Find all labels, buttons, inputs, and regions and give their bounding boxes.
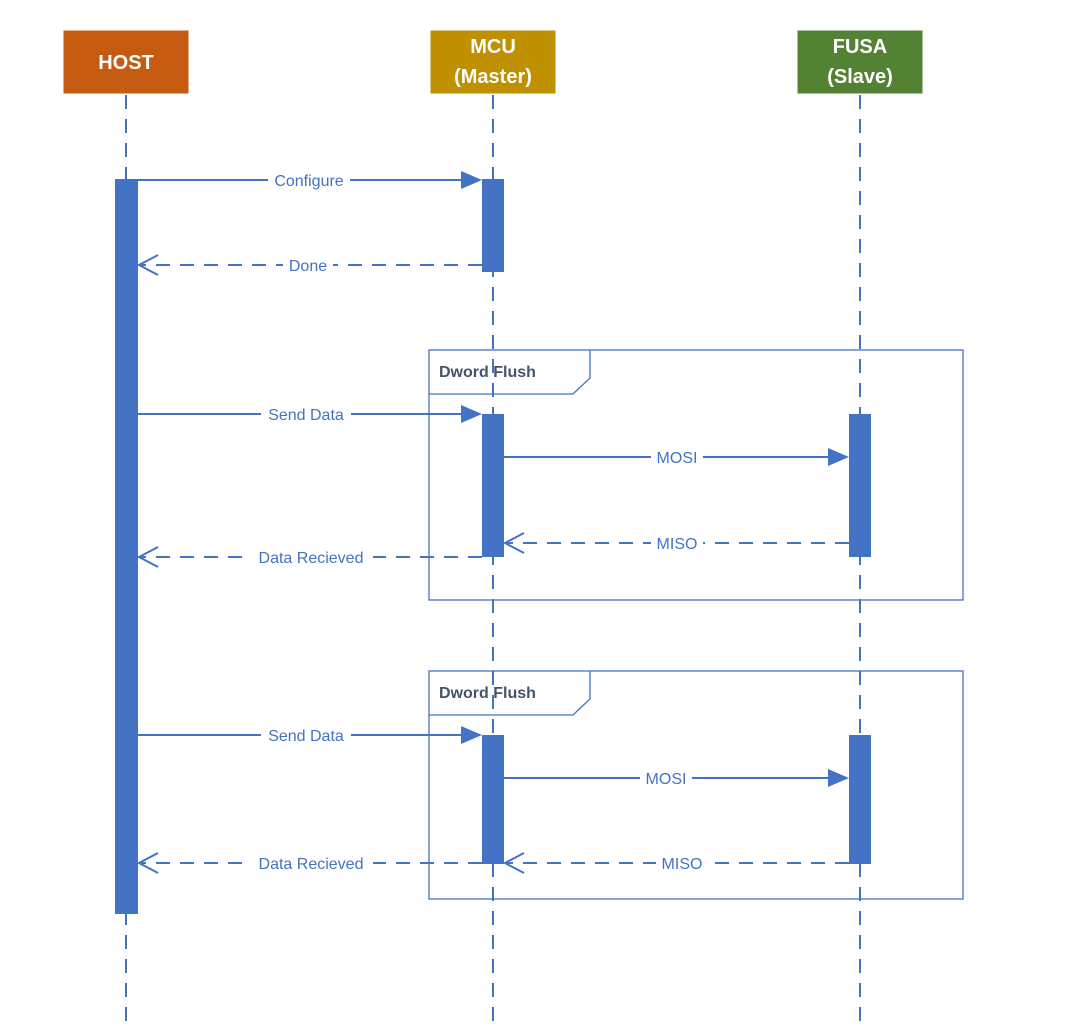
participant-host: HOST (62, 29, 190, 95)
message-data-received-2: Data Recieved (136, 852, 482, 874)
message-miso-1: MISO (502, 532, 849, 554)
frame-title: Dword Flush (439, 364, 536, 381)
participant-mcu: MCU (Master) (429, 29, 557, 95)
message-label: MISO (657, 536, 698, 553)
message-label: Send Data (268, 728, 344, 745)
frame-dword-flush-1: Dword Flush (428, 349, 964, 601)
message-done: Done (136, 254, 482, 276)
host-activation (115, 179, 138, 914)
message-label: Send Data (268, 407, 344, 424)
participant-sublabel: (Master) (454, 66, 532, 88)
message-label: Configure (274, 173, 343, 190)
message-send-data-2: Send Data (138, 725, 482, 745)
mcu-activation-flush-2 (482, 735, 504, 864)
message-miso-2: MISO (502, 852, 849, 874)
mcu-activation-configure (482, 179, 504, 272)
participant-label: FUSA (833, 36, 887, 58)
mcu-activation-flush-1 (482, 414, 504, 557)
message-mosi-1: MOSI (504, 447, 849, 467)
fusa-activation-flush-1 (849, 414, 871, 557)
message-send-data-1: Send Data (138, 404, 482, 424)
participant-sublabel: (Slave) (827, 66, 893, 88)
message-label: Done (289, 258, 327, 275)
message-mosi-2: MOSI (504, 768, 849, 788)
frame-dword-flush-2: Dword Flush (428, 670, 964, 900)
message-label: Data Recieved (259, 856, 364, 873)
participant-fusa: FUSA (Slave) (796, 29, 924, 95)
participant-label: HOST (98, 52, 154, 74)
frame-title: Dword Flush (439, 685, 536, 702)
participant-label: MCU (470, 36, 516, 58)
message-label: Data Recieved (259, 550, 364, 567)
message-configure: Configure (138, 170, 482, 190)
message-label: MOSI (657, 450, 698, 467)
fusa-activation-flush-2 (849, 735, 871, 864)
message-data-received-1: Data Recieved (136, 546, 482, 568)
message-label: MISO (662, 856, 703, 873)
message-label: MOSI (646, 771, 687, 788)
